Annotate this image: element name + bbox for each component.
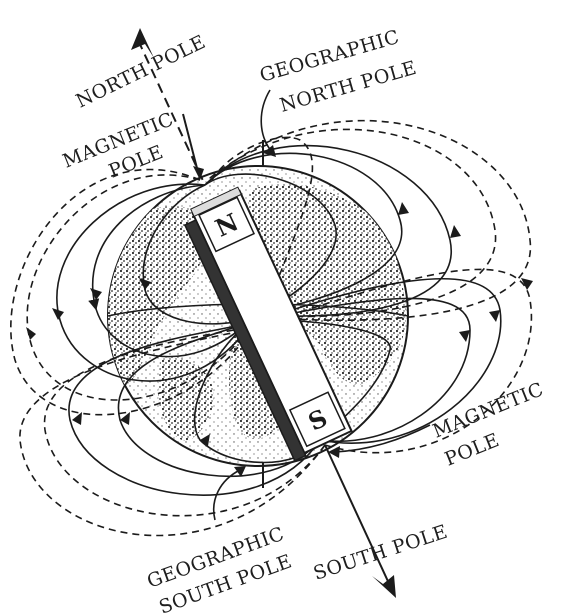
south-axis-arrowhead — [372, 575, 396, 598]
label-south-pole: SOUTH POLE — [311, 521, 451, 585]
north-axis-arrowhead — [131, 28, 154, 58]
